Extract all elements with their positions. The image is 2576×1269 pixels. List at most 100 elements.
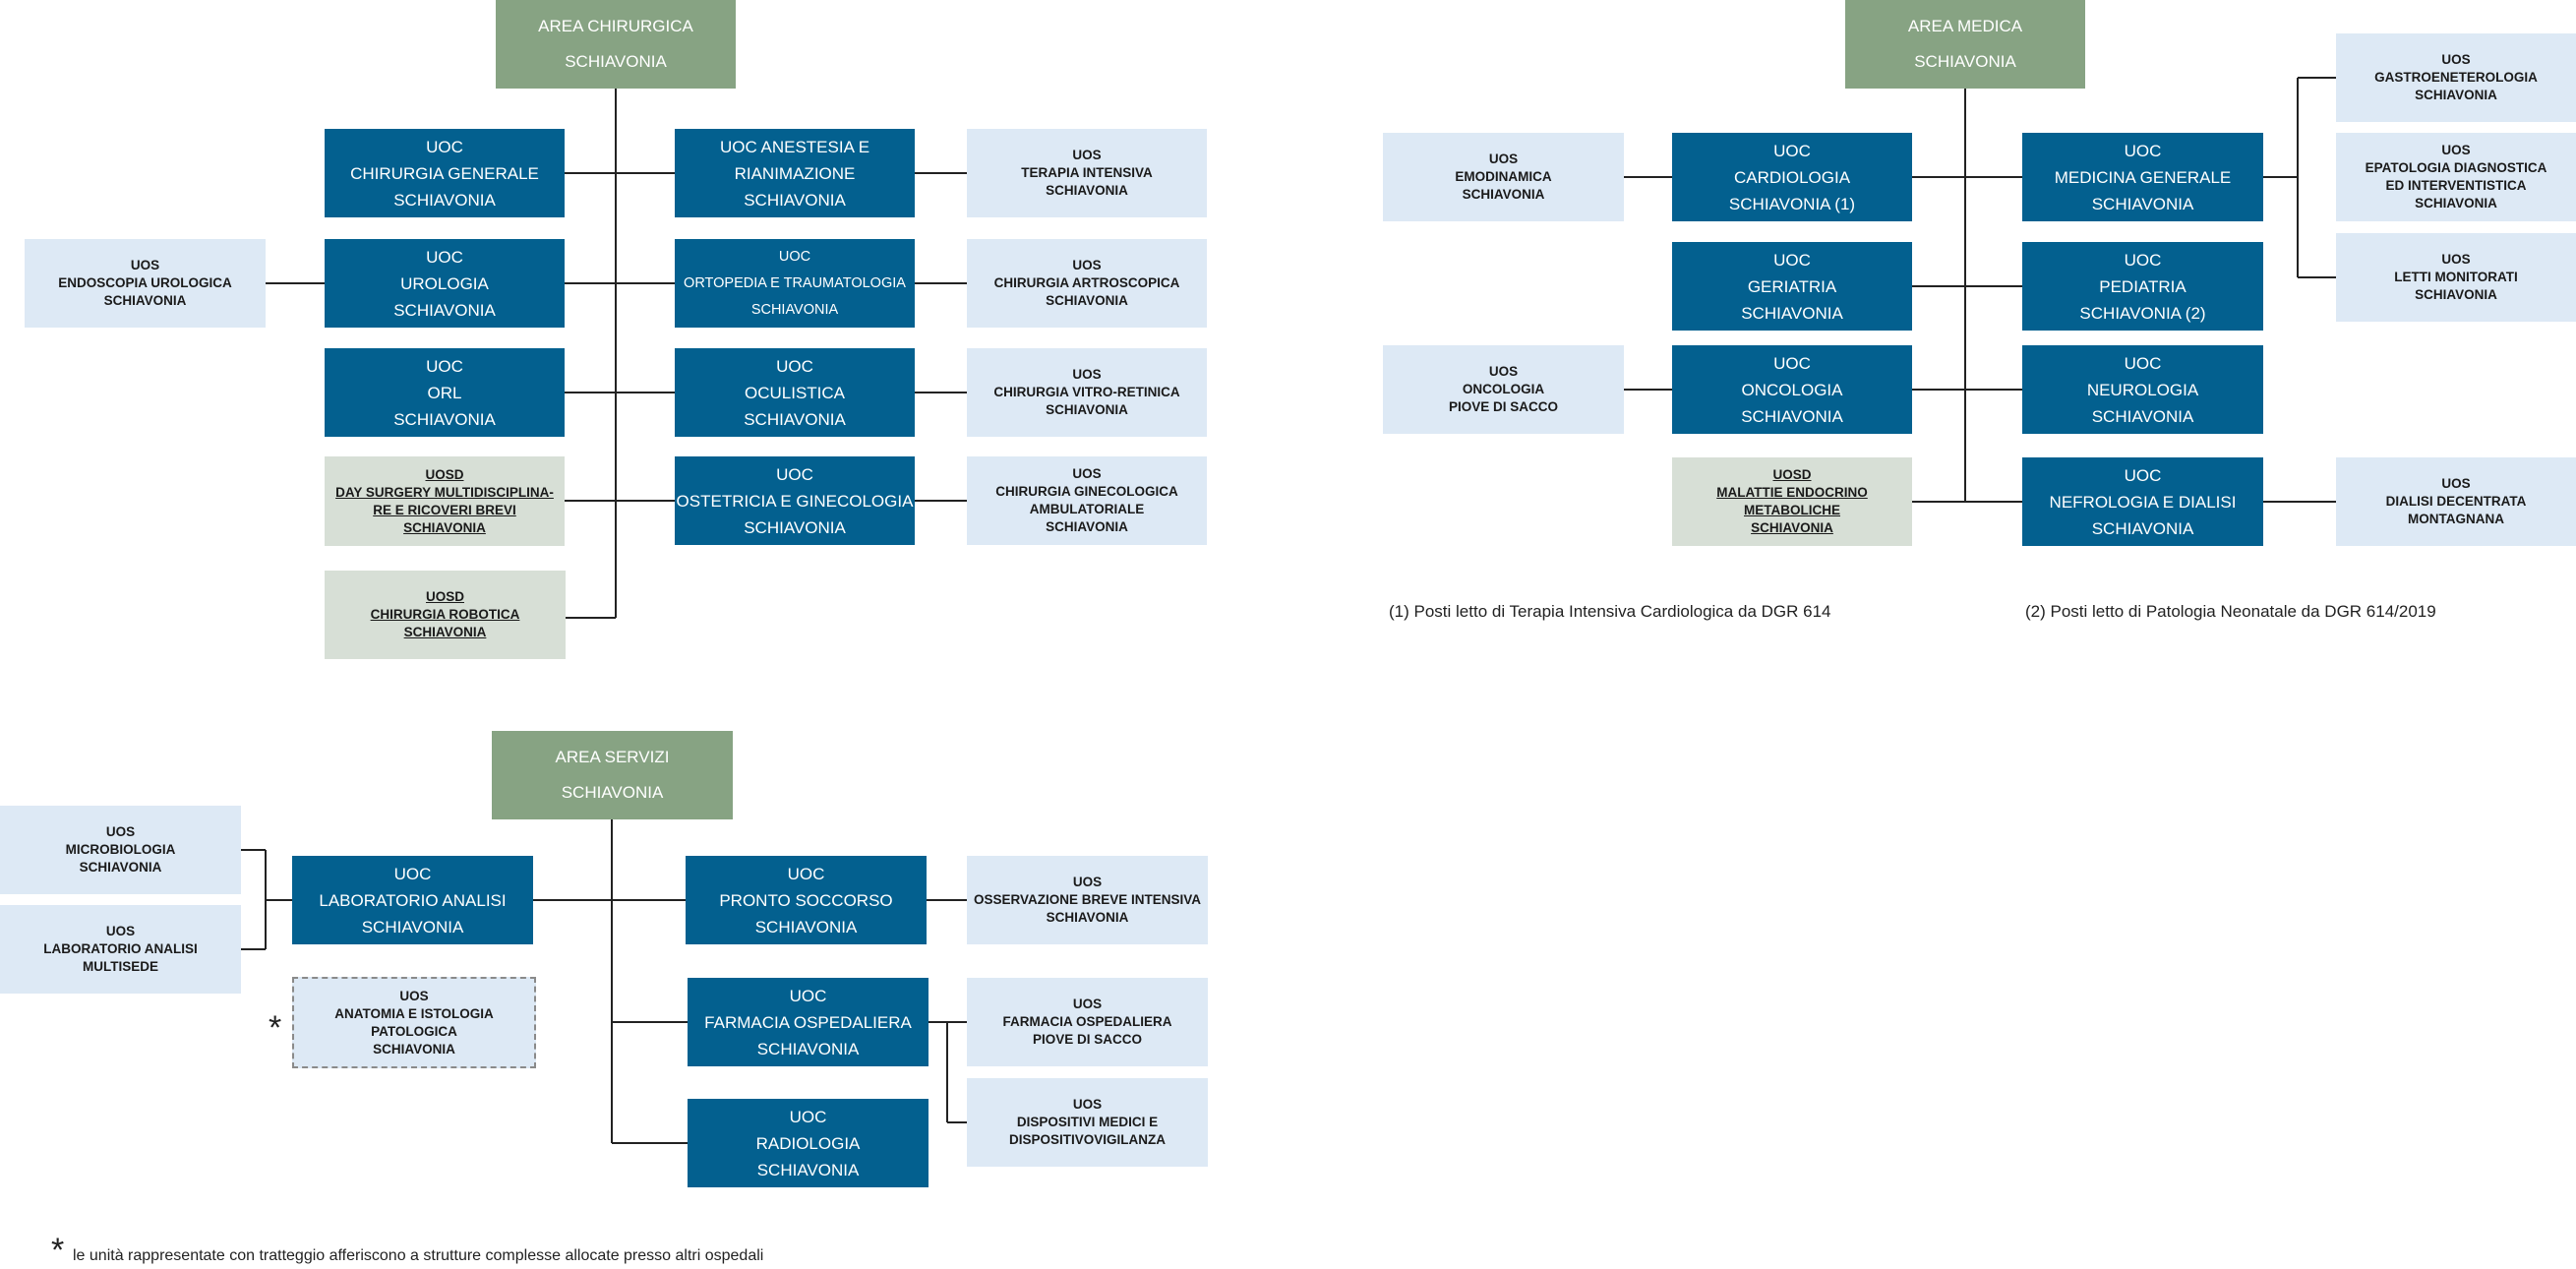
box-line: UOS [1072,875,1103,889]
box-line: PIOVE DI SACCO [1032,1032,1143,1047]
box-line: UOC [776,464,813,484]
box-line: RIANIMAZIONE [734,163,856,183]
uos-chirurgia-vitro-retinica: UOS CHIRURGIA VITRO-RETINICA SCHIAVONIA [967,348,1207,437]
box-line: LABORATORIO ANALISI [43,941,198,956]
box-line: SCHIAVONIA [1914,52,2016,71]
box-line: SCHIAVONIA [1462,187,1545,202]
box-line: UOS [1072,258,1102,272]
box-line: MICROBIOLOGIA [65,842,176,857]
box-line: GASTROENETEROLOGIA [2374,70,2538,85]
box-line: SCHIAVONIA [1046,402,1128,417]
box-line: MONTAGNANA [2408,512,2504,526]
box-line: UOC [1773,141,1811,160]
box-line: ONCOLOGIA [1462,382,1545,396]
box-line: PEDIATRIA [2099,276,2187,296]
box-line: LETTI MONITORATI [2394,270,2518,284]
box-line: UOC [2124,250,2162,270]
box-line: AREA SERVIZI [555,748,670,766]
box-line: MULTISEDE [83,959,158,974]
box-line: SCHIAVONIA [744,409,846,429]
note-pediatria: (2) Posti letto di Patologia Neonatale d… [2025,602,2436,621]
box-line: UOC [2124,465,2162,485]
box-line: UOS [1072,148,1102,162]
box-line: UOC [1773,250,1811,270]
box-line: ED INTERVENTISTICA [2385,178,2527,193]
box-line: UOC [393,864,432,883]
box-line: ORL [427,383,462,402]
box-line: CARDIOLOGIA [1733,167,1851,187]
box-line: TERAPIA INTENSIVA [1021,165,1153,180]
box-line: SCHIAVONIA [750,301,839,318]
box-line: SCHIAVONIA [744,517,846,537]
box-line: PATOLOGICA [371,1023,457,1039]
box-line: GERIATRIA [1747,276,1837,296]
dashed-unit-asterisk: * [269,1009,282,1047]
box-line: DISPOSITIVOVIGILANZA [1008,1132,1166,1147]
box-line: UOC [789,986,827,1005]
box-line: OSSERVAZIONE BREVE INTENSIVA [973,892,1202,907]
box-line: UOS [2441,52,2471,67]
box-line: AREA CHIRURGICA [538,17,693,35]
note-cardiologia: (1) Posti letto di Terapia Intensiva Car… [1389,602,1831,621]
box-line: UOC [426,137,463,156]
box-line: RADIOLOGIA [755,1133,861,1153]
box-line: UOS [1072,466,1102,481]
box-line: UOSD [425,466,464,482]
box-line: UOC [2124,353,2162,373]
box-line: UOS [2441,143,2471,157]
box-line: FARMACIA OSPEDALIERA [1002,1014,1172,1029]
box-line: SCHIAVONIA [756,1039,860,1058]
box-line: SCHIAVONIA [103,293,187,308]
box-line: SCHIAVONIA [1046,519,1128,534]
box-line: CHIRURGIA VITRO-RETINICA [993,385,1180,399]
box-line: UOS [1072,367,1102,382]
box-line: SCHIAVONIA [2415,88,2497,102]
box-line: SCHIAVONIA [2415,196,2497,211]
box-line: RE E RICOVERI BREVI [373,502,516,517]
box-line: SCHIAVONIA [361,917,464,937]
box-line: SCHIAVONIA [756,1160,860,1179]
box-line: UOC [1773,353,1811,373]
box-line: ENDOSCOPIA UROLOGICA [58,275,232,290]
box-line: UOC [426,247,463,267]
box-line: ORTOPEDIA E TRAUMATOLOGIA [684,274,906,291]
box-line: NEUROLOGIA [2086,380,2199,399]
uos-gastroenterologia: UOS GASTROENETEROLOGIA SCHIAVONIA [2336,33,2576,122]
box-line: UOC [776,356,813,376]
box-line: CHIRURGIA GINECOLOGICA [995,484,1178,499]
box-line: SCHIAVONIA [1741,303,1843,323]
footnote-asterisk: * [51,1232,65,1269]
box-line: PIOVE DI SACCO [1448,399,1559,414]
box-line: UOS [105,924,136,938]
box-line: SCHIAVONIA [393,409,496,429]
box-line: SCHIAVONIA [1046,293,1128,308]
